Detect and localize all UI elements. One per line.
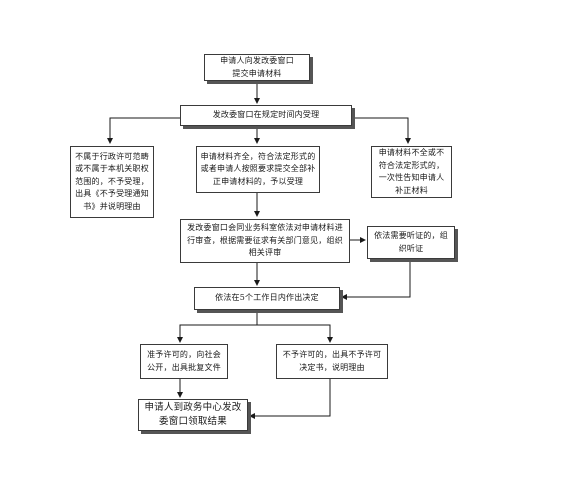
node-decision: 依法在5个工作日内作出决定: [194, 287, 340, 310]
node-accept-complete: 申请材料齐全，符合法定形式的或者申请人按照要求提交全部补正申请材料的，予以受理: [196, 146, 320, 193]
node-hearing: 依法需要听证的，组织听证: [367, 226, 455, 259]
arrow-to-deny: [257, 324, 333, 343]
arrow-to-notify: [352, 117, 411, 144]
node-deny: 不予许可的，出具不予许可决定书，说明理由: [276, 344, 388, 379]
node-review: 发改委窗口会同业务科室依法对申请材料进行审查，根据需要征求有关部门意见，组织相关…: [180, 219, 350, 263]
node-reject-scope: 不属于行政许可范畴或不属于本机关职权范围的，不予受理，出具《不予受理通知书》并说…: [70, 146, 154, 218]
node-accept-deadline: 发改委窗口在规定时间内受理: [180, 105, 352, 126]
node-notify-supplement: 申请材料不全或不符合法定形式的，一次性告知申请人补正材料: [371, 146, 452, 198]
arrow-to-approve: [177, 310, 258, 343]
arrow-deny-to-collect: [249, 379, 331, 419]
node-collect: 申请人到政务中心发改委窗口领取结果: [138, 399, 248, 431]
arrow-hearing-to-decision: [341, 259, 411, 300]
arrow-to-reject: [107, 117, 180, 144]
node-approve: 准予许可的，向社会公开，出具批复文件: [140, 344, 228, 379]
node-apply: 申请人向发改委窗口 提交申请材料: [204, 54, 310, 81]
